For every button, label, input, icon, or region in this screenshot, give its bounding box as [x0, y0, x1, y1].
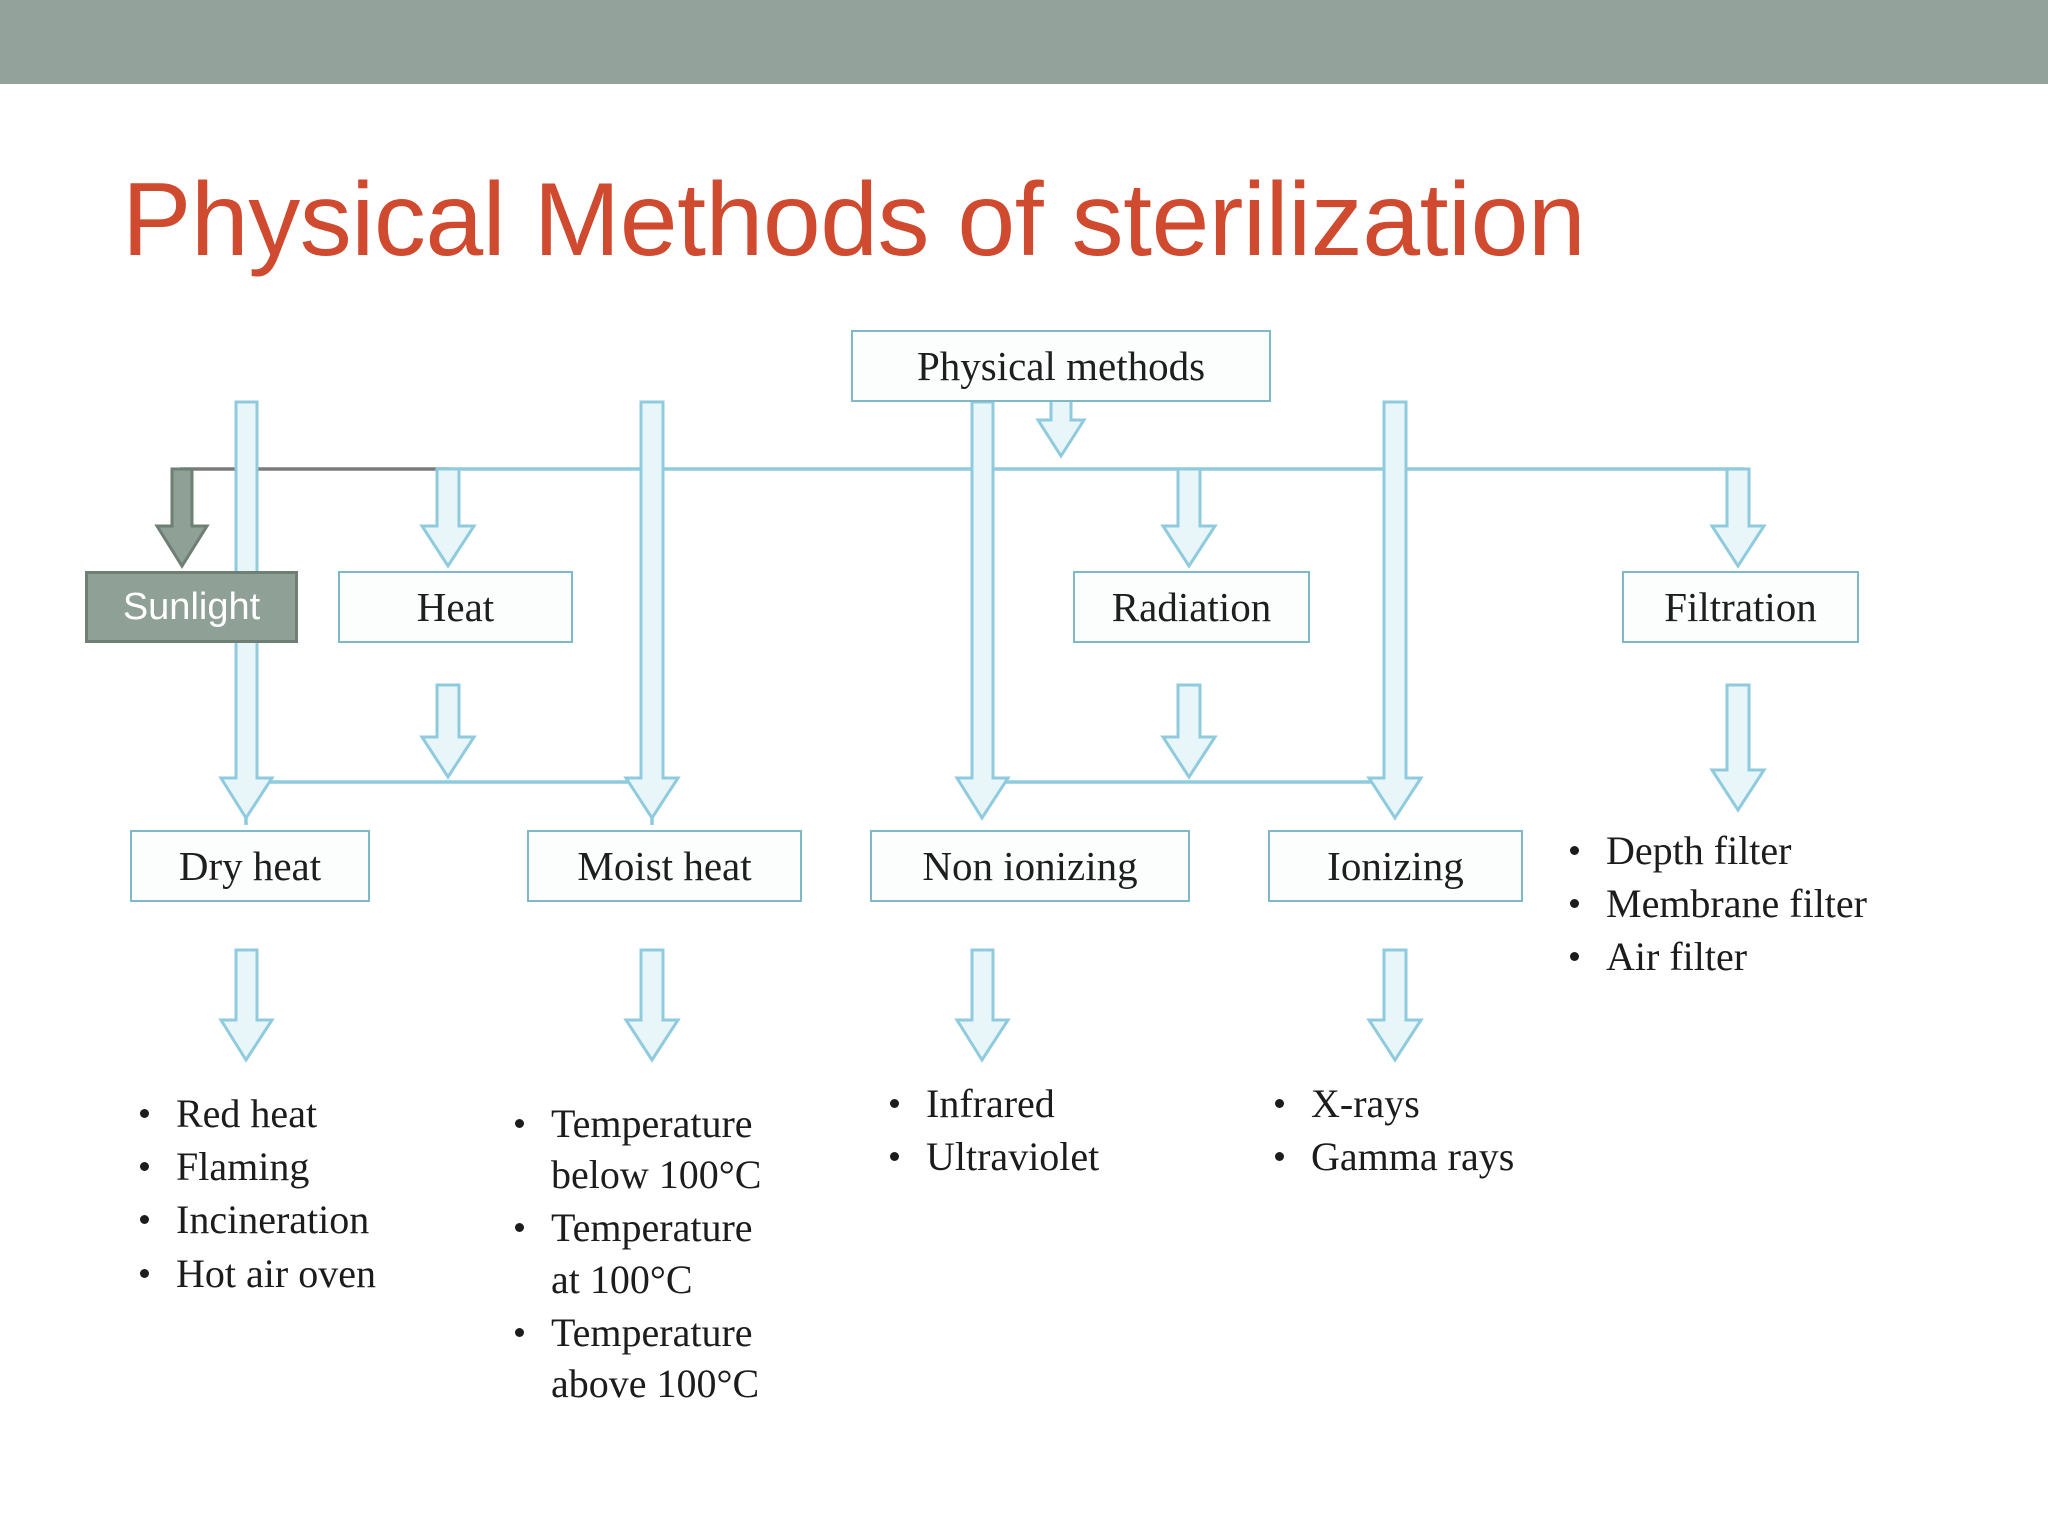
arrow-bus-to-radiation [1160, 467, 1218, 569]
list-item: Red heat [130, 1088, 510, 1139]
node-sunlight-label: Sunlight [122, 585, 261, 628]
arrow-bus-to-filtration [1709, 467, 1767, 569]
arrow-heat-down [419, 683, 477, 780]
list-moist-heat: Temperature below 100°C Temperature at 1… [505, 1098, 835, 1411]
page-title: Physical Methods of sterilization [122, 162, 1586, 278]
list-item-label: Flaming [176, 1144, 310, 1190]
list-item: Membrane filter [1560, 878, 1990, 929]
arrow-filtration-down [1709, 683, 1767, 813]
list-item-label-cont: at 100°C [551, 1256, 693, 1302]
list-item-label: Temperature [551, 1205, 753, 1251]
top-banner [0, 0, 2048, 84]
node-heat[interactable]: Heat [338, 571, 573, 643]
list-item: Infrared [880, 1078, 1210, 1129]
list-item-label-cont: below 100°C [551, 1152, 762, 1198]
arrow-bus-to-sunlight [154, 467, 210, 569]
node-radiation-label: Radiation [1111, 584, 1272, 630]
flowchart-diagram: .blkarrow { fill:#e8f6fa; stroke:#8fcbdd… [0, 330, 2048, 1440]
list-dry-heat: Red heat Flaming Incineration Hot air ov… [130, 1088, 510, 1301]
arrow-radiation-down [1160, 683, 1218, 780]
list-item-label: X-rays [1311, 1081, 1420, 1126]
list-filtration: Depth filter Membrane filter Air filter [1560, 825, 1990, 985]
node-dry-heat[interactable]: Dry heat [130, 830, 370, 902]
list-item: Hot air oven [130, 1248, 510, 1299]
list-item-label: Temperature [551, 1309, 753, 1355]
list-item: Temperature at 100°C [505, 1202, 835, 1304]
arrow-dry-heat-down [218, 948, 275, 1063]
list-item: Gamma rays [1265, 1131, 1605, 1182]
node-radiation[interactable]: Radiation [1073, 571, 1310, 643]
arrow-to-non-ionizing [954, 400, 1011, 821]
node-sunlight[interactable]: Sunlight [85, 571, 298, 643]
list-item: Incineration [130, 1194, 510, 1245]
list-item: Temperature below 100°C [505, 1098, 835, 1200]
list-item-label: Incineration [176, 1197, 370, 1243]
list-item: Ultraviolet [880, 1131, 1210, 1182]
list-item-label-cont: above 100°C [551, 1360, 760, 1406]
list-item: X-rays [1265, 1078, 1605, 1129]
node-dry-heat-label: Dry heat [178, 843, 322, 889]
node-heat-label: Heat [416, 584, 495, 630]
list-item-label: Temperature [551, 1101, 753, 1146]
diagram-connectors: .blkarrow { fill:#e8f6fa; stroke:#8fcbdd… [154, 370, 1767, 1063]
list-item-label: Hot air oven [176, 1250, 376, 1296]
arrow-non-ionizing-down [954, 948, 1011, 1063]
node-filtration[interactable]: Filtration [1622, 571, 1859, 643]
arrow-to-moist-heat [623, 400, 681, 821]
arrow-bus-to-heat [419, 467, 477, 569]
list-item-label: Membrane filter [1606, 881, 1867, 927]
list-item-label: Red heat [176, 1091, 318, 1136]
node-moist-heat-label: Moist heat [577, 843, 752, 889]
node-ionizing-label: Ionizing [1327, 843, 1464, 889]
list-item: Depth filter [1560, 825, 1990, 876]
arrow-ionizing-down-head [1366, 948, 1424, 1063]
list-item-label: Gamma rays [1311, 1134, 1515, 1180]
list-item: Temperature above 100°C [505, 1307, 835, 1409]
list-non-ionizing: Infrared Ultraviolet [880, 1078, 1210, 1184]
node-filtration-label: Filtration [1664, 584, 1817, 630]
node-moist-heat[interactable]: Moist heat [527, 830, 802, 902]
arrow-moist-heat-down [623, 948, 681, 1063]
node-ionizing[interactable]: Ionizing [1268, 830, 1523, 902]
list-ionizing: X-rays Gamma rays [1265, 1078, 1605, 1184]
list-item-label: Ultraviolet [926, 1134, 1100, 1180]
node-non-ionizing[interactable]: Non ionizing [870, 830, 1190, 902]
node-physical-methods-label: Physical methods [916, 343, 1206, 389]
arrow-to-ionizing [1366, 400, 1424, 821]
list-item-label: Depth filter [1606, 828, 1792, 873]
list-item-label: Air filter [1606, 934, 1748, 980]
list-item: Flaming [130, 1141, 510, 1192]
list-item: Air filter [1560, 931, 1990, 982]
node-non-ionizing-label: Non ionizing [922, 843, 1138, 889]
list-item-label: Infrared [926, 1081, 1055, 1126]
node-physical-methods[interactable]: Physical methods [851, 330, 1271, 402]
